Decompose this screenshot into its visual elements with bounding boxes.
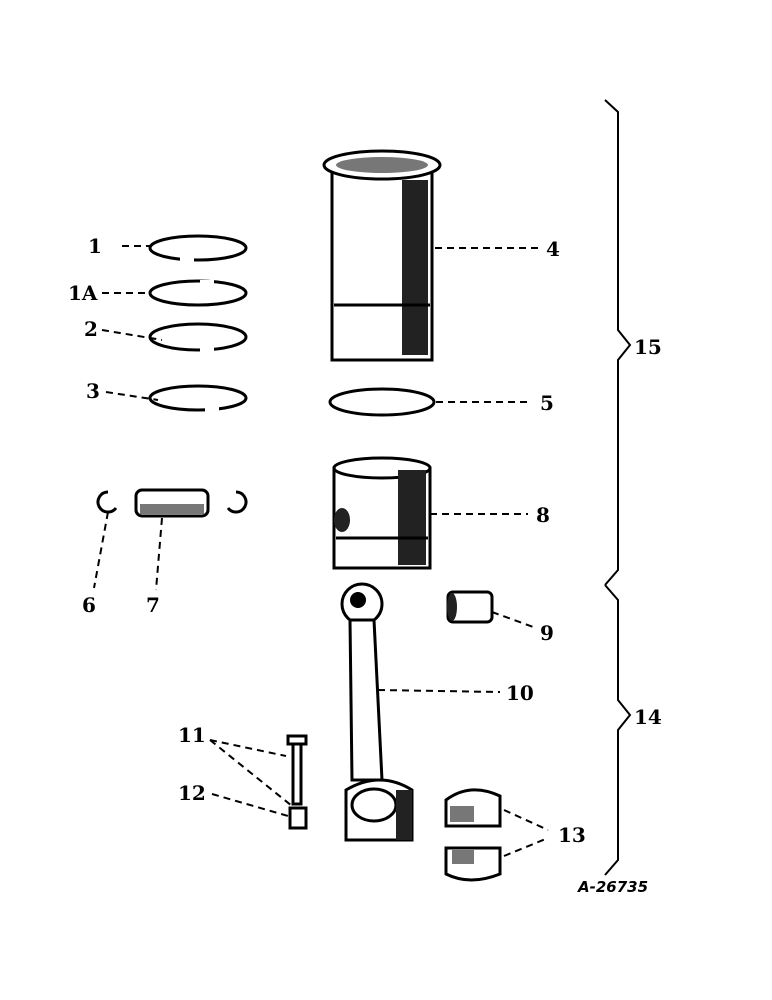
bearing-upper	[444, 788, 502, 828]
pin-retainer-left	[96, 490, 118, 514]
connecting-rod	[340, 582, 414, 842]
bearing-lower	[444, 846, 502, 882]
ring-2	[148, 322, 248, 352]
callout-6: 6	[82, 593, 96, 617]
drawing-number: A-26735	[577, 878, 648, 896]
callout-4: 4	[546, 237, 560, 261]
rod-bolt	[286, 734, 308, 806]
callout-7: 7	[146, 593, 160, 617]
callout-11: 11	[178, 723, 206, 747]
callout-2: 2	[84, 317, 98, 341]
callout-14: 14	[634, 705, 662, 729]
callout-15: 15	[634, 335, 662, 359]
callout-8: 8	[536, 503, 550, 527]
callout-12: 12	[178, 781, 206, 805]
callout-9: 9	[540, 621, 554, 645]
bracket-15	[604, 99, 632, 586]
pin-retainer-right	[226, 490, 248, 514]
callout-5: 5	[540, 391, 554, 415]
ring-1	[148, 234, 248, 262]
piston-pin	[134, 488, 210, 518]
rod-bushing	[446, 590, 494, 624]
bracket-14	[604, 584, 632, 876]
rod-nut	[288, 806, 308, 830]
leader-lines	[93, 245, 549, 857]
cylinder-sleeve	[322, 149, 442, 362]
callout-1a: 1A	[68, 281, 98, 305]
callout-10: 10	[506, 681, 534, 705]
callout-13: 13	[558, 823, 586, 847]
callout-3: 3	[86, 379, 100, 403]
callout-1: 1	[88, 234, 102, 258]
sleeve-seal-ring	[328, 387, 436, 417]
ring-1a	[148, 279, 248, 307]
ring-3	[148, 384, 248, 412]
piston	[332, 456, 432, 570]
